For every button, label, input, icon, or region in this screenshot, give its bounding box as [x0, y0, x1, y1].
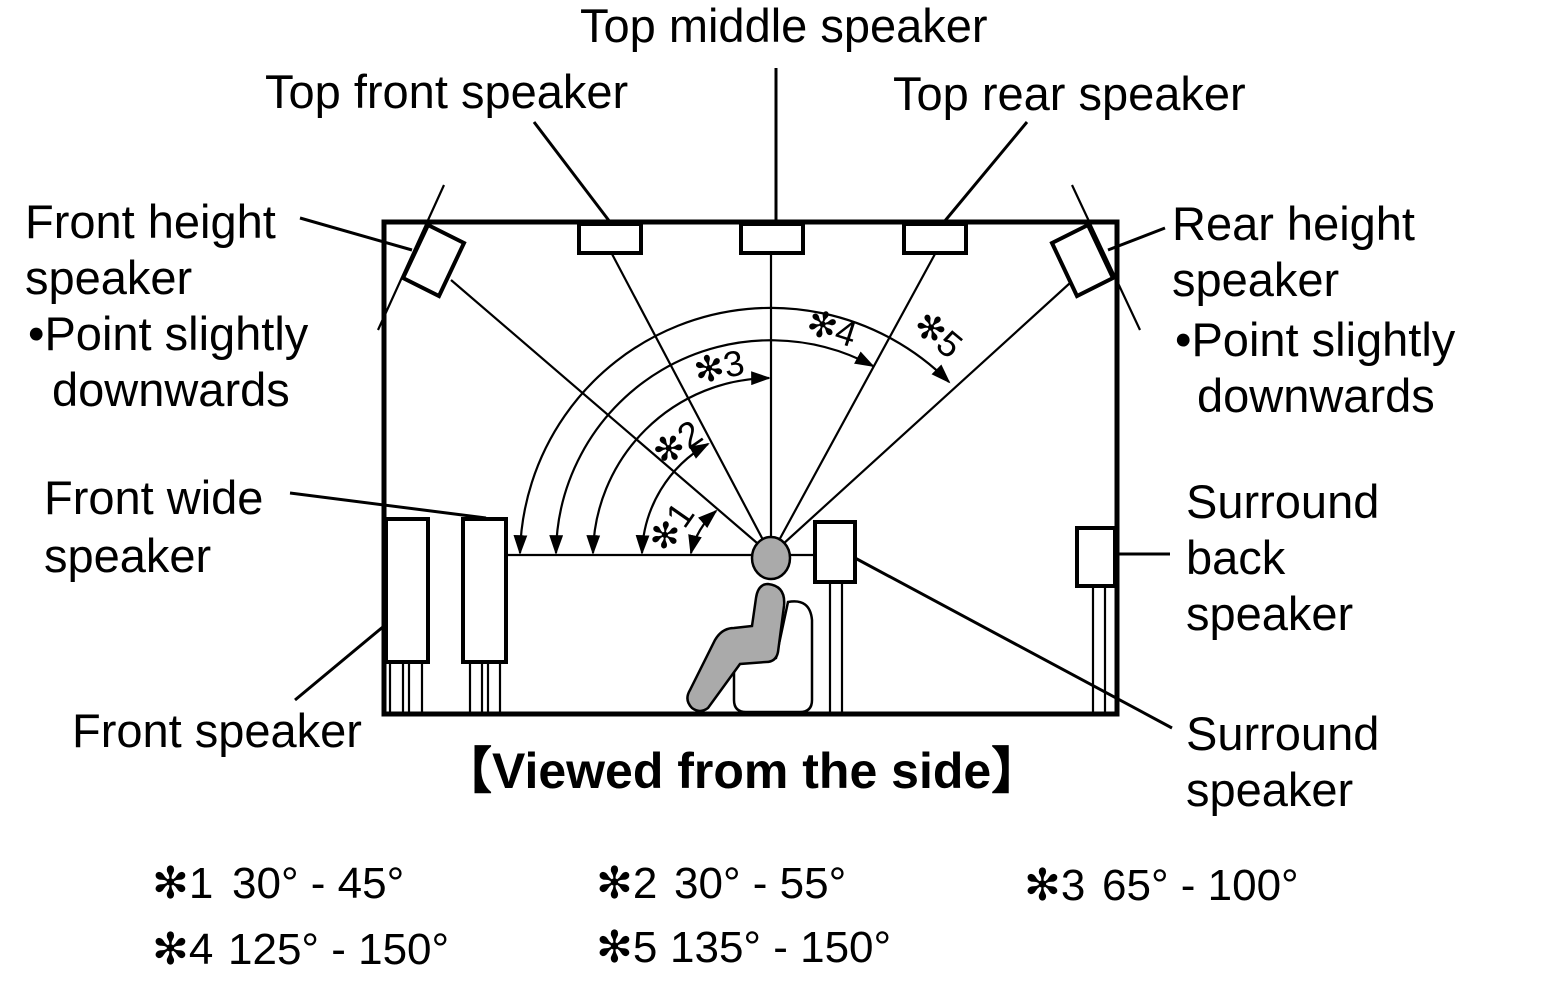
label-rear-height: Rear height speaker •Point slightly down… [1172, 197, 1456, 422]
angle-arcs [513, 306, 951, 555]
room-outline [381, 219, 1120, 717]
listener-icon [686, 535, 814, 714]
svg-text:✻5: ✻5 [596, 923, 657, 972]
svg-text:✻4: ✻4 [152, 925, 213, 974]
label-top-middle: Top middle speaker [580, 0, 988, 52]
svg-text:speaker: speaker [1172, 253, 1339, 306]
angle-markers: ✻1 ✻2 ✻3 ✻4 ✻5 [640, 301, 971, 560]
label-top-rear: Top rear speaker [893, 67, 1246, 120]
front-wide-speaker-icon [461, 517, 508, 712]
svg-text:Front wide: Front wide [44, 471, 263, 524]
svg-text:Rear height: Rear height [1172, 197, 1415, 250]
surround-back-speaker-icon [1075, 526, 1117, 712]
svg-text:speaker: speaker [44, 529, 211, 582]
label-surround-back: Surround back speaker [1186, 475, 1379, 640]
front-speaker-icon [384, 517, 430, 712]
top-middle-speaker-icon [739, 222, 805, 255]
angle-legend: ✻1 30° - 45° ✻2 30° - 55° ✻3 65° - 100° … [152, 859, 1299, 974]
svg-text:Surround: Surround [1186, 475, 1379, 528]
svg-text:Top rear speaker: Top rear speaker [893, 67, 1246, 120]
svg-text:✻1: ✻1 [640, 495, 702, 560]
svg-text:•Point slightly: •Point slightly [1175, 313, 1456, 366]
leader-lines [289, 68, 1173, 730]
legend-item: ✻1 30° - 45° [152, 859, 404, 908]
legend-item: ✻3 65° - 100° [1024, 861, 1299, 910]
svg-text:back: back [1186, 531, 1286, 584]
svg-text:【Viewed from the side】: 【Viewed from the side】 [442, 743, 1041, 799]
rear-height-speaker-icon [1049, 184, 1141, 331]
top-front-speaker-icon [577, 222, 643, 255]
svg-text:speaker: speaker [25, 251, 192, 304]
svg-text:speaker: speaker [1186, 587, 1353, 640]
svg-text:downwards: downwards [52, 363, 290, 416]
svg-text:Front speaker: Front speaker [72, 704, 362, 757]
svg-text:65° - 100°: 65° - 100° [1102, 861, 1299, 910]
svg-text:Top front speaker: Top front speaker [265, 65, 628, 118]
svg-text:✻3: ✻3 [1024, 861, 1085, 910]
svg-text:✻4: ✻4 [802, 301, 862, 356]
front-height-speaker-icon [376, 184, 467, 331]
diagram-title: 【Viewed from the side】 [442, 743, 1041, 799]
legend-item: ✻2 30° - 55° [596, 859, 846, 908]
svg-text:30° - 45°: 30° - 45° [232, 859, 404, 908]
svg-text:Front height: Front height [25, 195, 276, 248]
label-surround: Surround speaker [1186, 707, 1379, 816]
svg-text:speaker: speaker [1186, 763, 1353, 816]
legend-item: ✻4 125° - 150° [152, 925, 449, 974]
svg-text:✻3: ✻3 [690, 341, 748, 392]
svg-text:125° - 150°: 125° - 150° [228, 925, 449, 974]
svg-text:✻1: ✻1 [152, 859, 213, 908]
label-front-height: Front height speaker •Point slightly dow… [25, 195, 309, 416]
svg-text:✻2: ✻2 [596, 859, 657, 908]
legend-item: ✻5 135° - 150° [596, 923, 891, 972]
svg-text:30° - 55°: 30° - 55° [674, 859, 846, 908]
label-front: Front speaker [72, 704, 362, 757]
svg-text:Top middle speaker: Top middle speaker [580, 0, 988, 52]
svg-text:•Point slightly: •Point slightly [28, 307, 309, 360]
sound-path-lines [450, 253, 1071, 557]
label-top-front: Top front speaker [265, 65, 628, 118]
svg-text:downwards: downwards [1197, 369, 1435, 422]
label-front-wide: Front wide speaker [44, 471, 263, 582]
svg-text:135° - 150°: 135° - 150° [670, 923, 891, 972]
svg-text:Surround: Surround [1186, 707, 1379, 760]
surround-speaker-icon [813, 520, 857, 712]
svg-text:✻5: ✻5 [906, 303, 971, 367]
top-rear-speaker-icon [902, 222, 968, 255]
